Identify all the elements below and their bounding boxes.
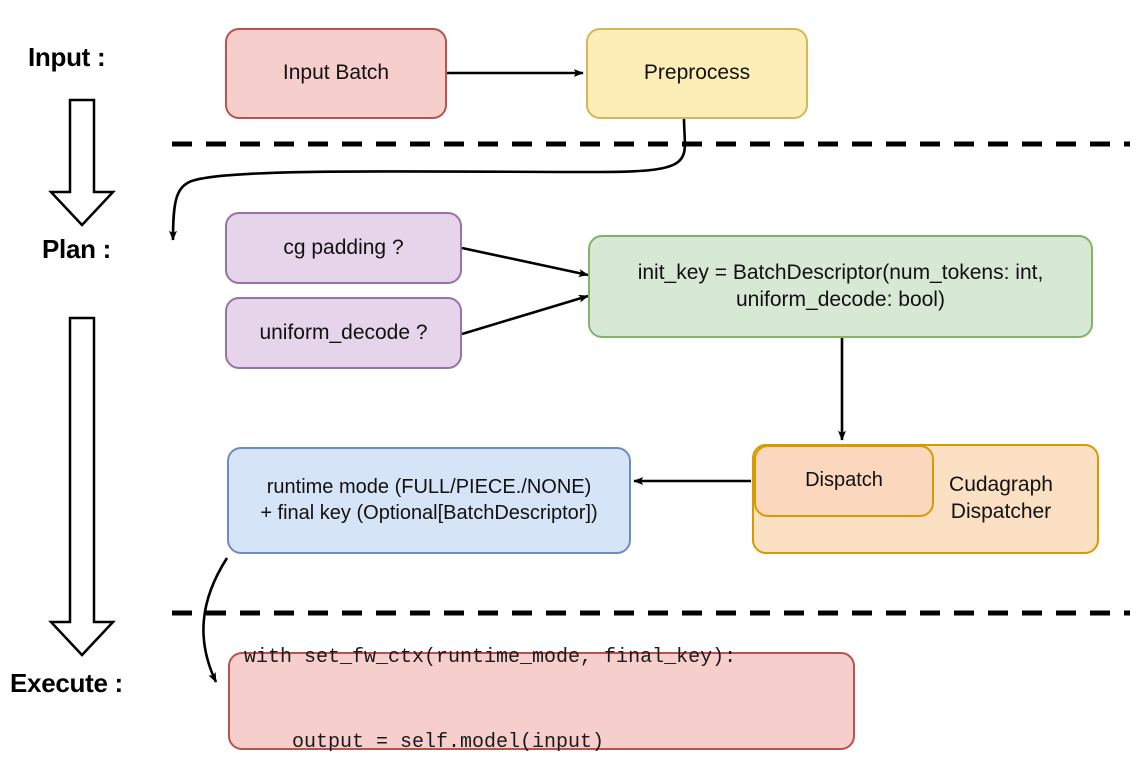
node-dispatch[interactable]: Dispatch: [754, 445, 934, 517]
node-init-key-line1: init_key = BatchDescriptor(num_tokens: i…: [637, 260, 1044, 284]
execute-code-line1: with set_fw_ctx(runtime_mode, final_key)…: [244, 646, 737, 670]
node-init-key-line2: uniform_decode: bool): [736, 287, 945, 311]
execute-code-line2: output = self.model(input): [244, 731, 605, 755]
node-runtime-mode[interactable]: runtime mode (FULL/PIECE./NONE) + final …: [227, 447, 631, 554]
node-uniform-decode-label: uniform_decode ?: [259, 320, 428, 344]
node-cg-padding[interactable]: cg padding ?: [225, 212, 462, 284]
node-cg-padding-label: cg padding ?: [283, 235, 404, 259]
node-cudagraph-dispatcher-line2: Dispatcher: [950, 500, 1052, 523]
input-to-plan-arrow: [48, 98, 116, 227]
node-input-batch[interactable]: Input Batch: [225, 28, 447, 119]
node-preprocess-label: Preprocess: [643, 61, 751, 85]
stage-label-input: Input :: [28, 42, 106, 72]
stage-label-plan: Plan :: [42, 234, 111, 264]
node-dispatch-label: Dispatch: [805, 469, 883, 492]
arrow-cg-padding-to-init-key: [461, 246, 589, 277]
node-cudagraph-dispatcher-line1: Cudagraph: [949, 473, 1053, 497]
arrow-uniform-decode-to-init-key: [461, 294, 589, 336]
stage-label-execute: Execute :: [10, 668, 123, 698]
node-preprocess[interactable]: Preprocess: [586, 28, 808, 119]
node-uniform-decode[interactable]: uniform_decode ?: [225, 297, 462, 369]
node-execute-code[interactable]: with set_fw_ctx(runtime_mode, final_key)…: [228, 646, 855, 754]
plan-to-execute-arrow: [48, 316, 116, 657]
arrow-runtime-mode-to-code: [202, 557, 229, 683]
node-input-batch-label: Input Batch: [282, 61, 390, 85]
node-runtime-mode-line1: runtime mode (FULL/PIECE./NONE): [266, 475, 592, 498]
node-runtime-mode-line2: + final key (Optional[BatchDescriptor]): [260, 501, 598, 524]
node-init-key[interactable]: init_key = BatchDescriptor(num_tokens: i…: [588, 235, 1093, 338]
